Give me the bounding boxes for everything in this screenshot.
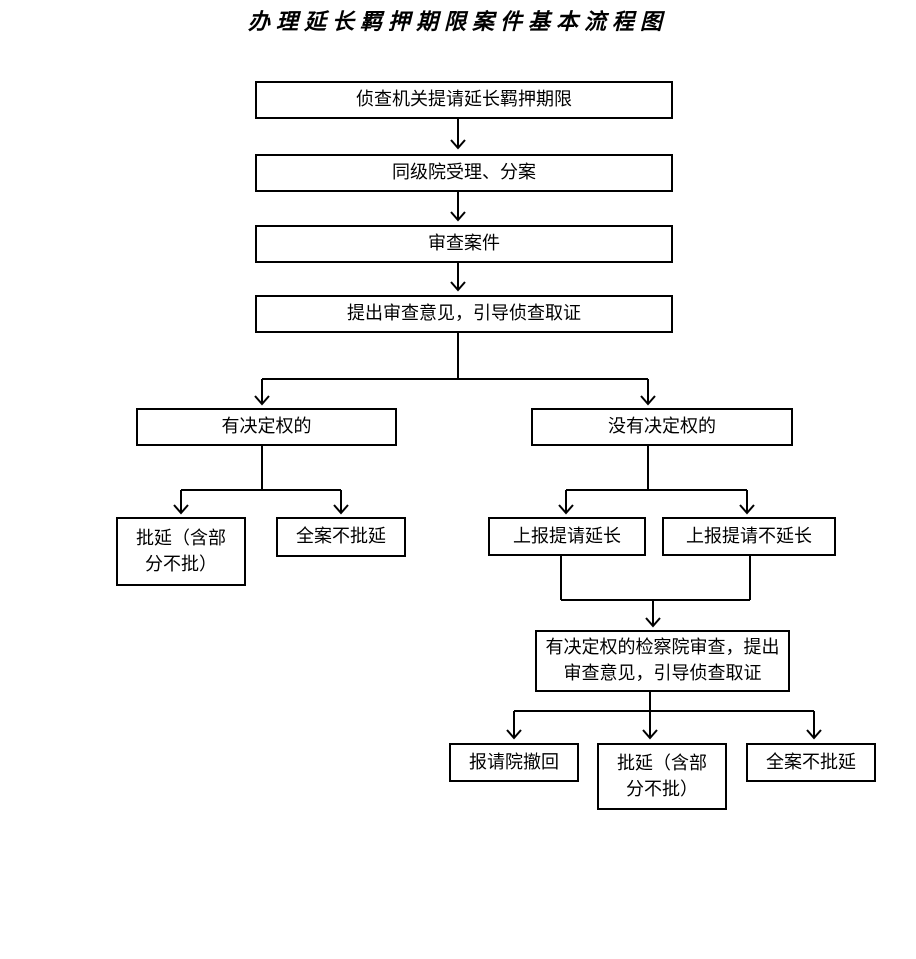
node-request-extension: 侦查机关提请延长羁押期限 <box>255 81 673 119</box>
node-left-approve: 批延（含部分不批） <box>116 517 246 586</box>
node-has-authority: 有决定权的 <box>136 408 397 446</box>
node-withdraw: 报请院撤回 <box>449 743 579 782</box>
diagram-title: 办理延长羁押期限案件基本流程图 <box>247 9 668 35</box>
node-accept-assign: 同级院受理、分案 <box>255 154 673 192</box>
node-no-authority: 没有决定权的 <box>531 408 793 446</box>
node-left-reject: 全案不批延 <box>276 517 406 557</box>
node-final-reject: 全案不批延 <box>746 743 876 782</box>
node-review-opinion: 提出审查意见，引导侦查取证 <box>255 295 673 333</box>
node-review-case: 审查案件 <box>255 225 673 263</box>
node-report-not-extend: 上报提请不延长 <box>662 517 836 556</box>
node-superior-review: 有决定权的检察院审查，提出审查意见，引导侦查取证 <box>535 630 790 692</box>
node-report-extend: 上报提请延长 <box>488 517 646 556</box>
node-final-approve: 批延（含部分不批） <box>597 743 727 810</box>
